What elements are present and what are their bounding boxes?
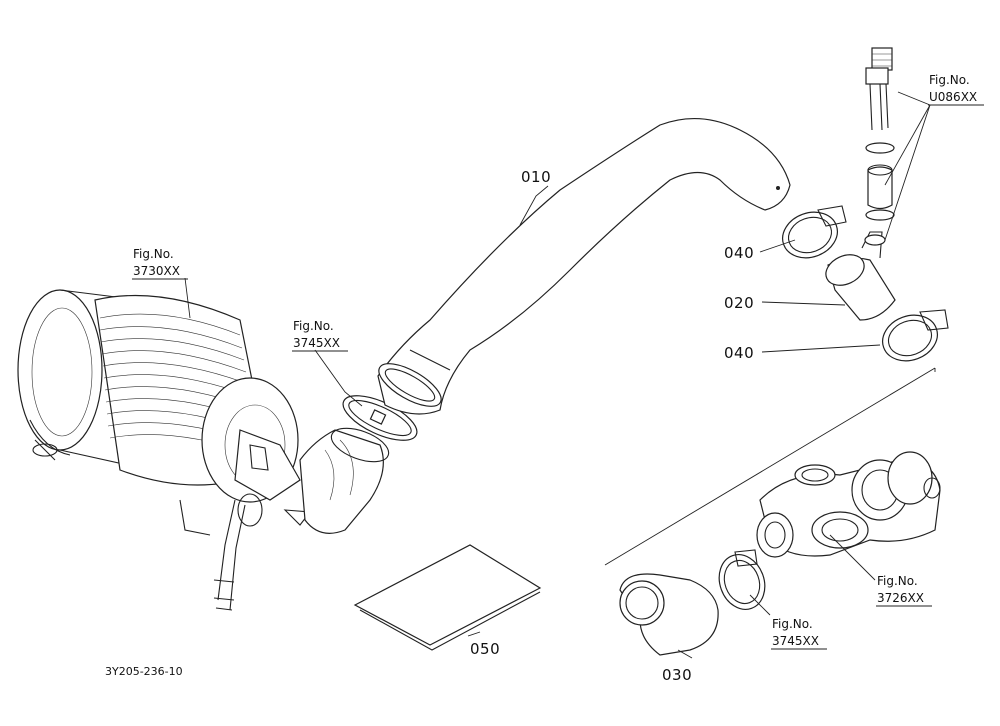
fig-ref-label: Fig.No. (772, 617, 813, 631)
elbow-hose (299, 427, 390, 534)
fig-ref-turbo: Fig.No. 3726XX (876, 574, 932, 607)
hose-clamp-bottom (718, 549, 766, 610)
part-label-030: 030 (662, 666, 692, 684)
sensor-assembly (864, 47, 895, 246)
instruction-sheet-050 (353, 544, 542, 651)
fig-ref-label: Fig.No. (929, 73, 970, 87)
part-label-020: 020 (724, 294, 754, 312)
air-cleaner-assembly (17, 289, 312, 611)
intake-hose-010 (377, 118, 791, 415)
elbow-hose-030 (619, 573, 719, 656)
part-label-010: 010 (521, 168, 551, 186)
fig-ref-air-cleaner: Fig.No. 3730XX (132, 247, 188, 280)
fig-ref-clamp-left: Fig.No. 3745XX (292, 319, 348, 352)
hose-clamp-040-top (782, 205, 847, 259)
fig-ref-number: 3745XX (293, 336, 340, 350)
fig-ref-sensor: Fig.No. U086XX (928, 73, 984, 106)
drawing-code: 3Y205-236-10 (105, 665, 183, 678)
leader-lines (184, 91, 936, 659)
fig-ref-number: U086XX (929, 90, 977, 104)
part-label-040-top: 040 (724, 244, 754, 262)
fig-ref-number: 3726XX (877, 591, 924, 605)
part-label-040-bottom: 040 (724, 344, 754, 362)
fig-ref-number: 3745XX (772, 634, 819, 648)
part-label-050: 050 (470, 640, 500, 658)
fig-ref-label: Fig.No. (133, 247, 174, 261)
turbocharger (756, 451, 941, 558)
hose-clamp-040-bottom (882, 309, 949, 362)
fig-ref-label: Fig.No. (293, 319, 334, 333)
fig-ref-label: Fig.No. (877, 574, 918, 588)
hose-clamp-left (342, 395, 418, 441)
fig-ref-number: 3730XX (133, 264, 180, 278)
fig-ref-clamp-bottom: Fig.No. 3745XX (771, 617, 827, 650)
